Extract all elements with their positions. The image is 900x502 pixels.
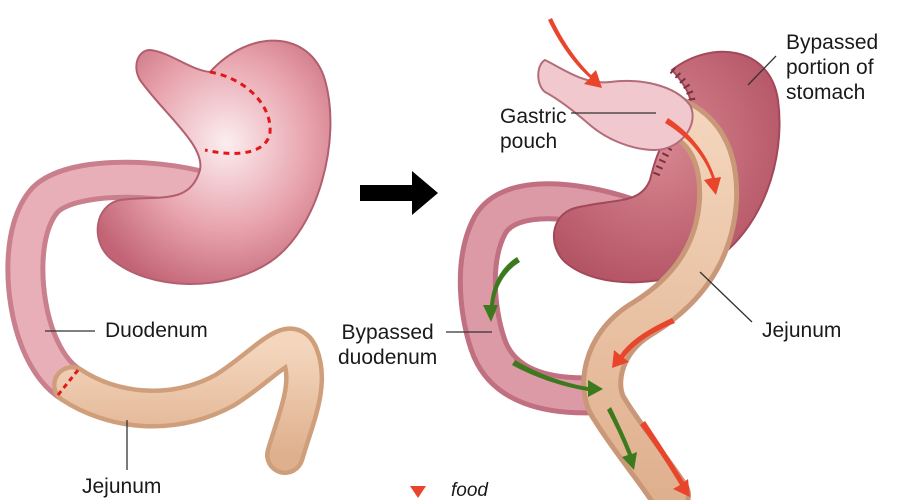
leader-jejunum-right xyxy=(699,271,753,323)
red-arrow-icon xyxy=(548,18,721,497)
legend-food-label: food xyxy=(451,480,488,501)
label-bypassed-duodenum: Bypassed duodenum xyxy=(338,321,438,369)
label-bypassed-stomach: Bypassed portion of stomach xyxy=(786,31,879,104)
bypass-anatomy xyxy=(446,18,781,500)
right-arrow-icon xyxy=(360,171,438,215)
label-jejunum-right: Jejunum xyxy=(762,319,842,342)
label-duodenum: Duodenum xyxy=(105,319,208,342)
label-gastric-pouch: Gastric pouch xyxy=(500,105,567,153)
normal-anatomy xyxy=(5,39,332,475)
cut-line-stomach xyxy=(204,70,272,155)
gastric-pouch-shape xyxy=(537,58,694,152)
label-jejunum-left: Jejunum xyxy=(82,475,162,498)
food-arrow-icon xyxy=(410,486,426,498)
leader-bypassed-stomach xyxy=(747,55,777,86)
stomach-left xyxy=(96,39,332,285)
green-arrow-icon xyxy=(483,257,637,470)
